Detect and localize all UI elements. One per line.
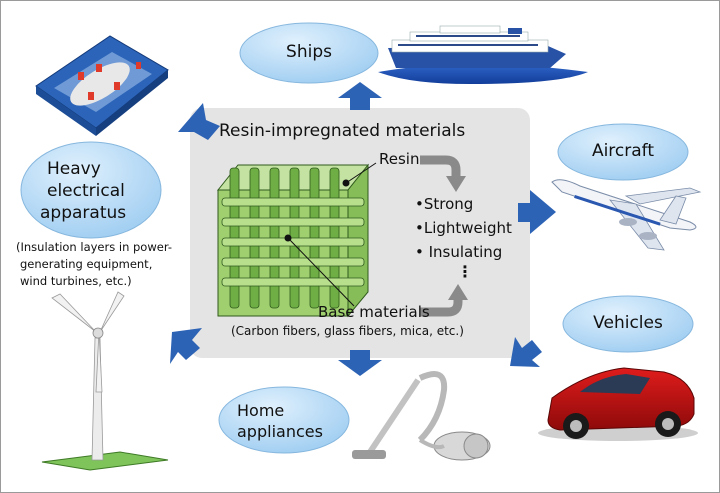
base-materials-note: (Carbon fibers, glass fibers, mica, etc.…: [231, 324, 464, 338]
ships-label: Ships: [286, 42, 332, 62]
base-materials-label: Base materials: [318, 303, 430, 321]
resin-flow-arrow: [420, 155, 466, 192]
ships-bubble: [239, 22, 379, 84]
wind-turbine-illustration: [41, 291, 169, 471]
heavy-note-line3: wind turbines, etc.): [20, 274, 132, 288]
heavy-apparatus-line2: electrical: [47, 181, 125, 201]
aircraft-bubble: [557, 123, 689, 181]
home-appliances-line1: Home: [237, 401, 285, 420]
vehicles-label: Vehicles: [593, 313, 663, 333]
arrow-to-vehicles: [510, 337, 542, 367]
arrow-to-home-appliances: [338, 350, 382, 376]
property-strong: •Strong: [415, 195, 474, 213]
home-appliances-bubble: [218, 386, 350, 454]
heavy-apparatus-line1: Heavy: [47, 159, 101, 179]
cruise-ship-illustration: [378, 25, 588, 84]
generator-illustration: [35, 35, 169, 136]
heavy-note-line1: (Insulation layers in power-: [16, 240, 172, 254]
heavy-apparatus-bubble: [20, 141, 162, 239]
resin-cube-illustration: [216, 162, 377, 318]
base-flow-arrow: [420, 284, 468, 317]
airplane-illustration: [551, 179, 702, 251]
property-lightweight: •Lightweight: [415, 219, 512, 237]
car-illustration: [538, 367, 698, 441]
center-title: Resin-impregnated materials: [219, 121, 466, 141]
arrow-to-heavy-apparatus: [178, 103, 220, 140]
arrow-to-wind-turbine: [170, 328, 202, 364]
heavy-apparatus-line3: apparatus: [40, 203, 127, 223]
arrow-to-ships: [338, 82, 382, 110]
property-insulating: • Insulating: [415, 243, 503, 261]
property-ellipsis: ⋮: [457, 262, 473, 281]
home-appliances-line2: appliances: [237, 422, 323, 441]
arrow-to-aircraft: [518, 190, 556, 234]
heavy-note-line2: generating equipment,: [20, 257, 153, 271]
resin-label: Resin: [379, 150, 420, 168]
vehicles-bubble: [562, 295, 694, 353]
aircraft-label: Aircraft: [591, 141, 655, 161]
vacuum-cleaner-illustration: [352, 371, 491, 461]
